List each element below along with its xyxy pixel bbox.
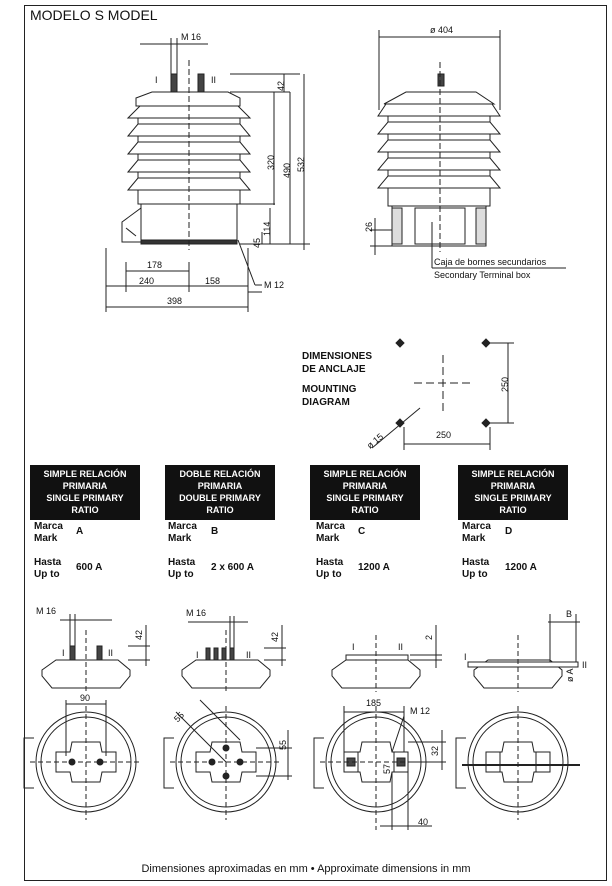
dim-240: 240: [139, 276, 155, 286]
detail-b-m16: M 16: [186, 608, 207, 618]
mounting-dim-250-vertical: 250: [500, 376, 510, 392]
drawing-sheet: [24, 5, 607, 881]
terminal-box-en: Secondary Terminal box: [434, 270, 531, 280]
detail-c-57: 57: [382, 763, 392, 774]
detail-a: [23, 614, 150, 820]
diameter-404: ø 404: [430, 25, 454, 35]
detail-c-ii: II: [398, 642, 404, 652]
mounting-es-1: DIMENSIONES: [302, 351, 373, 362]
dim-26: 26: [364, 221, 374, 232]
variant-d-mark: D: [505, 526, 513, 537]
detail-a-i: I: [62, 648, 65, 658]
detail-c-m12: M 12: [410, 706, 431, 716]
mounting-en-2: DIAGRAM: [302, 397, 350, 408]
detail-b-55: 55: [278, 739, 288, 750]
variant-a-mark: A: [76, 526, 84, 537]
detail-d-i: I: [464, 652, 467, 662]
dim-532: 532: [296, 156, 306, 172]
detail-d-b: B: [566, 609, 573, 619]
detail-d: [455, 614, 580, 820]
dim-45: 45: [252, 237, 262, 248]
detail-b: [163, 616, 292, 820]
detail-b-ii: II: [246, 650, 252, 660]
detail-c-40: 40: [418, 817, 429, 827]
mounting-diagram: [371, 338, 514, 450]
terminal-ii-label: II: [211, 75, 217, 85]
variant-c-mark: C: [358, 526, 366, 537]
detail-b-42: 42: [270, 631, 280, 642]
dim-398: 398: [167, 296, 183, 306]
dim-114: 114: [262, 221, 272, 236]
detail-a-ii: II: [108, 648, 114, 658]
detail-c-185: 185: [366, 698, 382, 708]
detail-c: [313, 625, 446, 830]
detail-a-42: 42: [134, 629, 144, 640]
terminal-i-label: I: [155, 75, 158, 85]
dim-42: 42: [276, 80, 286, 91]
detail-c-32: 32: [430, 745, 440, 756]
page-title: MODELO S MODEL: [30, 7, 158, 23]
detail-a-m16: M 16: [36, 606, 57, 616]
detail-d-ii: II: [582, 660, 588, 670]
dim-320: 320: [266, 154, 276, 170]
detail-c-i: I: [352, 642, 355, 652]
detail-b-i: I: [196, 650, 199, 660]
side-view: [370, 30, 566, 269]
variant-c-upto: 1200 A: [358, 562, 390, 573]
front-view: [105, 38, 310, 312]
variant-b-mark: B: [211, 526, 219, 537]
detail-c-2: 2: [424, 634, 434, 640]
mounting-en-1: MOUNTING: [302, 384, 357, 395]
dim-158: 158: [205, 276, 221, 286]
m12-label: M 12: [264, 280, 285, 290]
variant-a-upto: 600 A: [76, 562, 103, 573]
dim-490: 490: [282, 162, 292, 178]
dim-178: 178: [147, 260, 163, 270]
mounting-dim-250-horizontal: 250: [436, 430, 452, 440]
variant-b-upto: 2 x 600 A: [211, 562, 254, 573]
variant-d-upto: 1200 A: [505, 562, 537, 573]
footer-note: Dimensiones aproximadas en mm • Approxim…: [141, 863, 471, 875]
detail-d-diameter-a: ø A: [565, 668, 575, 682]
mounting-es-2: DE ANCLAJE: [302, 364, 366, 375]
detail-a-90: 90: [80, 693, 91, 703]
m16-label: M 16: [181, 32, 202, 42]
terminal-box-es: Caja de bornes secundarios: [434, 257, 547, 267]
